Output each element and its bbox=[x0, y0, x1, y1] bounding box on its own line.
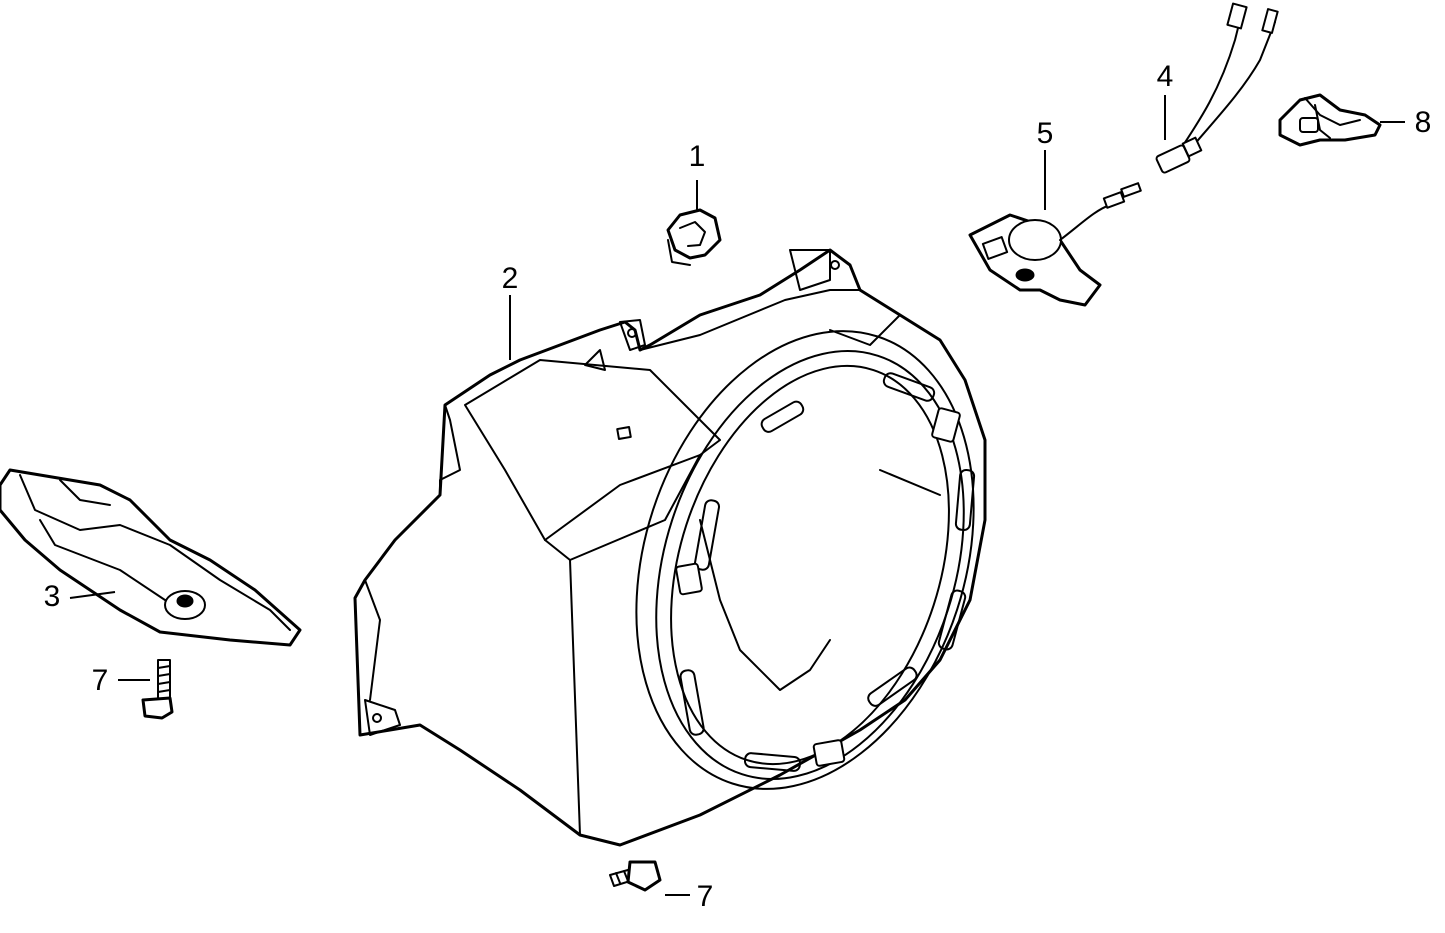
leader-3 bbox=[69, 591, 116, 599]
stop-switch-part-5 bbox=[968, 182, 1142, 307]
callout-5: 5 bbox=[1037, 117, 1054, 150]
wire-holder-part-8 bbox=[1278, 93, 1382, 147]
wire-harness-part-4 bbox=[1155, 2, 1279, 174]
callout-7-left: 7 bbox=[92, 664, 109, 697]
bolt-part-7-left bbox=[141, 659, 174, 720]
bolt-part-7-bottom bbox=[609, 860, 662, 892]
shroud-plate-part-3 bbox=[0, 468, 302, 647]
callout-4: 4 bbox=[1157, 60, 1174, 93]
callout-1: 1 bbox=[689, 140, 706, 173]
fan-cover-part-2 bbox=[353, 248, 987, 847]
callout-8: 8 bbox=[1415, 106, 1432, 139]
leader-lines bbox=[69, 95, 1405, 896]
callout-7-bottom: 7 bbox=[697, 880, 714, 913]
callout-labels: 1 2 3 4 5 7 7 8 bbox=[44, 60, 1432, 913]
clip-part-1 bbox=[666, 208, 722, 266]
callout-2: 2 bbox=[502, 262, 519, 295]
callout-3: 3 bbox=[44, 580, 61, 613]
